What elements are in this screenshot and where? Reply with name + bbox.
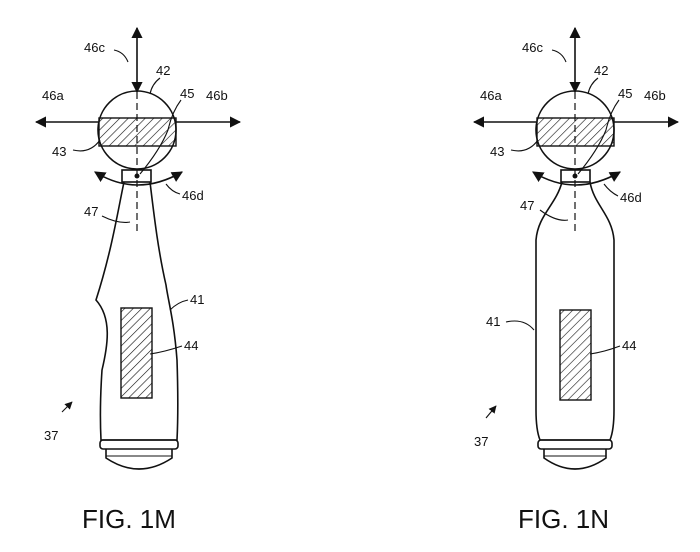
base-ring [99,439,179,450]
leader-42 [149,77,161,95]
figure-1n: 46c 42 45 46a 46b 43 46d 47 41 44 37 FIG… [472,26,680,534]
label-47: 47 [84,204,98,219]
leader-44 [149,345,183,355]
label-43: 43 [52,144,66,159]
label-37: 37 [474,434,488,449]
leader-41 [169,299,189,311]
label-44: 44 [622,338,636,353]
leader-47 [539,209,569,221]
label-46b: 46b [206,88,228,103]
label-46d: 46d [182,188,204,203]
label-46a: 46a [480,88,502,103]
leader-41 [505,320,535,331]
leader-37 [485,405,497,419]
label-37: 37 [44,428,58,443]
module-44 [120,307,153,399]
leader-47 [101,215,131,223]
label-46d: 46d [620,190,642,205]
label-41: 41 [190,292,204,307]
leader-42 [587,77,599,95]
label-45: 45 [618,86,632,101]
base-dome [105,449,173,470]
base-ring [537,439,613,450]
leader-46d [603,183,619,197]
leader-45 [577,99,620,175]
leader-46c [113,49,129,63]
label-46a: 46a [42,88,64,103]
arrow-46d [532,171,621,186]
label-42: 42 [594,63,608,78]
label-43: 43 [490,144,504,159]
leader-46c [551,49,567,63]
base-dome [543,449,607,470]
label-45: 45 [180,86,194,101]
caption-fig-1m: FIG. 1M [82,504,176,534]
leader-44 [589,345,621,355]
module-44 [559,309,592,401]
label-41: 41 [486,314,500,329]
label-47: 47 [520,198,534,213]
leader-43 [72,139,101,152]
label-42: 42 [156,63,170,78]
figure-1m: 46c 42 45 46a 46b 43 46d 47 41 44 37 FIG… [34,26,242,534]
label-46c: 46c [522,40,543,55]
leader-45 [139,99,182,175]
leader-46d [165,183,181,195]
label-44: 44 [184,338,198,353]
arrow-46d [94,171,183,186]
label-46b: 46b [644,88,666,103]
leader-37 [61,401,73,413]
caption-fig-1n: FIG. 1N [518,504,609,534]
leader-43 [510,139,539,152]
label-46c: 46c [84,40,105,55]
